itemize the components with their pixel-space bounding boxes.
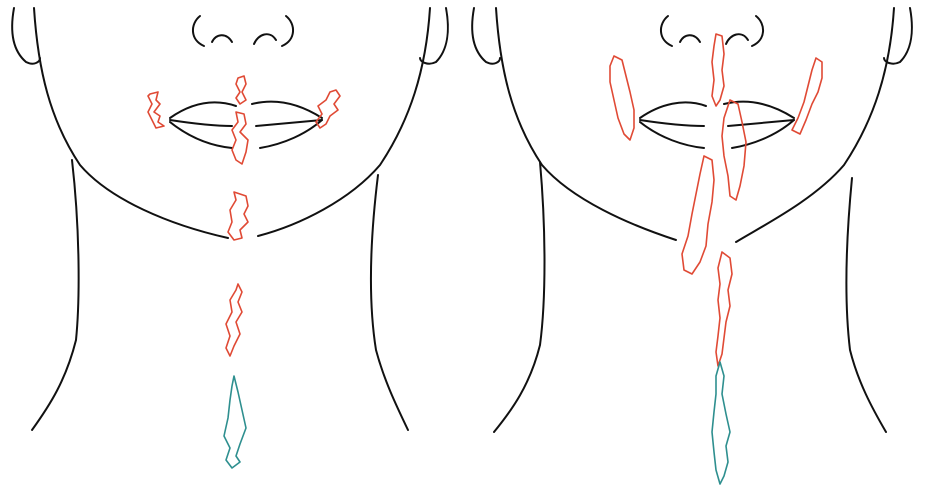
left-traces [148,76,340,468]
left-neck-right [371,175,408,430]
right-neck-left [494,162,545,432]
left-lip-upper-2 [252,102,322,118]
right-nose-tip-right [726,34,748,44]
left-trace-lip-corner-left [148,92,164,128]
right-trace-neck-lower [712,362,730,484]
left-lip-upper-1 [170,102,236,118]
left-nose-right [282,16,293,46]
right-jaw-left [496,8,676,240]
right-face-outline [472,8,912,432]
left-neck-left [32,160,79,430]
right-nose-tip-left [680,35,700,42]
right-lip-mid-2 [728,120,794,126]
right-trace-philtrum [712,34,724,106]
left-jaw-right [258,8,430,236]
left-lip-mid-1 [170,120,232,126]
left-nose-left [193,16,204,46]
right-nose-right [752,16,763,46]
right-lip-upper-1 [640,102,706,118]
left-trace-neck-upper [226,284,242,356]
left-panel [12,8,448,468]
right-trace-chin-long [682,156,714,274]
right-traces [610,34,822,484]
right-neck-right [846,178,886,432]
right-trace-cheek-left [610,56,634,140]
right-jaw-right [736,8,894,242]
right-nose-left [661,16,672,46]
left-face-outline [12,8,448,430]
right-lip-mid-1 [640,120,704,126]
left-trace-chin [228,192,248,240]
left-trace-lower-lip [232,112,248,164]
right-trace-neck-upper [716,252,732,366]
left-nose-tip-left [212,35,232,42]
right-trace-cheek-right [792,58,822,134]
left-lip-mid-2 [256,120,322,126]
left-trace-neck-lower [224,376,246,468]
right-lip-upper-2 [724,102,794,118]
left-nose-tip-right [254,34,276,44]
left-trace-upper-lip [236,76,246,104]
right-panel [472,8,912,484]
right-trace-lip-chin [722,100,746,200]
